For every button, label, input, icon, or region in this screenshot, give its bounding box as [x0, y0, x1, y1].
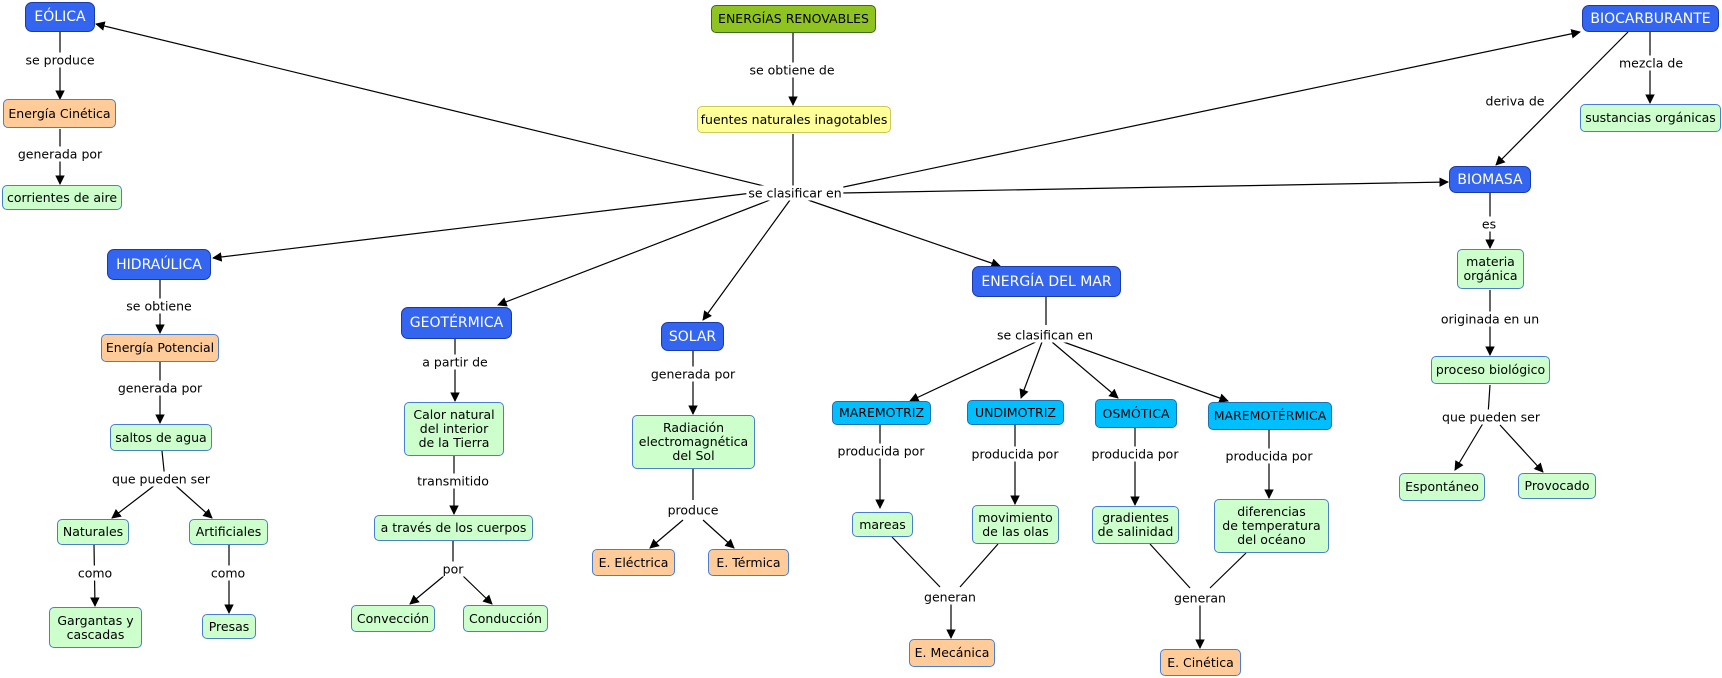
node-espontaneo: Espontáneo — [1399, 473, 1485, 501]
link-label-producida-por-osmotica: producida por — [1089, 446, 1181, 462]
link-label-generada-por-hidraulica: generada por — [115, 380, 205, 396]
link-label-como-naturales: como — [75, 565, 115, 581]
node-e-termica: E. Térmica — [708, 549, 789, 576]
node-radiacion: Radiación electromagnética del Sol — [632, 415, 755, 469]
node-mareas: mareas — [852, 512, 913, 537]
link-label-deriva-de: deriva de — [1483, 93, 1547, 109]
link-label-generan-mecanica: generan — [922, 589, 978, 605]
node-sustancias-organicas: sustancias orgánicas — [1580, 104, 1721, 132]
node-biocarburante: BIOCARBURANTE — [1582, 5, 1719, 32]
node-gargantas-y-cascadas: Gargantas y cascadas — [49, 607, 142, 648]
link-label-como-artificiales: como — [208, 565, 248, 581]
node-diferencias-de-temperatura: diferencias de temperatura del océano — [1214, 499, 1329, 553]
node-energia-potencial: Energía Potencial — [101, 334, 219, 362]
node-energia-cinetica: Energía Cinética — [3, 99, 116, 128]
link-label-es: es — [1479, 216, 1499, 232]
link-label-originada-en-un: originada en un — [1438, 311, 1542, 327]
link-label-produce: produce — [665, 502, 721, 518]
node-saltos-de-agua: saltos de agua — [110, 424, 212, 451]
link-label-transmitido: transmitido — [415, 473, 491, 489]
node-biomasa: BIOMASA — [1449, 166, 1531, 193]
link-label-generada-por-solar: generada por — [648, 366, 738, 382]
node-conveccion: Convección — [351, 605, 435, 632]
node-fuentes-naturales: fuentes naturales inagotables — [697, 106, 891, 133]
link-label-se-clasifican-en: se clasifican en — [994, 327, 1096, 343]
link-label-producida-por-maremotriz: producida por — [835, 443, 927, 459]
link-label-se-produce: se produce — [23, 52, 97, 68]
link-label-generan-cinetica: generan — [1172, 590, 1228, 606]
node-undimotriz: UNDIMOTRIZ — [967, 400, 1064, 425]
link-label-mezcla-de: mezcla de — [1616, 55, 1686, 71]
node-conduccion: Conducción — [463, 605, 548, 632]
node-a-traves-de-los-cuerpos: a través de los cuerpos — [374, 515, 533, 541]
link-label-a-partir-de: a partir de — [420, 354, 490, 370]
node-hidraulica: HIDRAÚLICA — [107, 249, 211, 280]
node-corrientes-de-aire: corrientes de aire — [2, 185, 122, 210]
link-label-generada-por-eolica: generada por — [15, 146, 105, 162]
link-label-se-obtiene-de: se obtiene de — [747, 62, 837, 78]
node-geotermica: GEOTÉRMICA — [401, 307, 512, 339]
node-calor-natural: Calor natural del interior de la Tierra — [404, 402, 504, 456]
node-solar: SOLAR — [661, 322, 724, 351]
node-osmotica: OSMÓTICA — [1095, 399, 1177, 428]
link-label-se-clasificar-en: se clasificar en — [746, 185, 844, 201]
node-eolica: EÓLICA — [25, 2, 95, 32]
node-artificiales: Artificiales — [189, 519, 268, 545]
node-movimiento-de-las-olas: movimiento de las olas — [972, 505, 1059, 544]
link-label-que-pueden-ser-biomasa: que pueden ser — [1440, 409, 1542, 425]
node-maremotermica: MAREMOTÉRMICA — [1208, 402, 1332, 430]
node-energias-renovables: ENERGÍAS RENOVABLES — [711, 5, 876, 33]
link-label-por: por — [440, 561, 466, 577]
node-materia-organica: materia orgánica — [1457, 249, 1524, 289]
node-presas: Presas — [202, 614, 256, 639]
node-energia-del-mar: ENERGÍA DEL MAR — [972, 266, 1121, 297]
node-maremotriz: MAREMOTRIZ — [832, 401, 931, 425]
node-provocado: Provocado — [1518, 473, 1596, 499]
node-e-mecanica: E. Mecánica — [909, 639, 995, 667]
node-naturales: Naturales — [57, 519, 129, 545]
node-e-cinetica: E. Cinética — [1160, 649, 1241, 676]
link-label-se-obtiene: se obtiene — [124, 298, 194, 314]
link-label-que-pueden-ser-hidraulica: que pueden ser — [110, 471, 212, 487]
node-proceso-biologico: proceso biológico — [1431, 356, 1550, 384]
node-gradientes-de-salinidad: gradientes de salinidad — [1092, 506, 1179, 544]
link-label-producida-por-maremotermica: producida por — [1223, 448, 1315, 464]
node-e-electrica: E. Eléctrica — [592, 549, 675, 576]
link-label-producida-por-undimotriz: producida por — [969, 446, 1061, 462]
